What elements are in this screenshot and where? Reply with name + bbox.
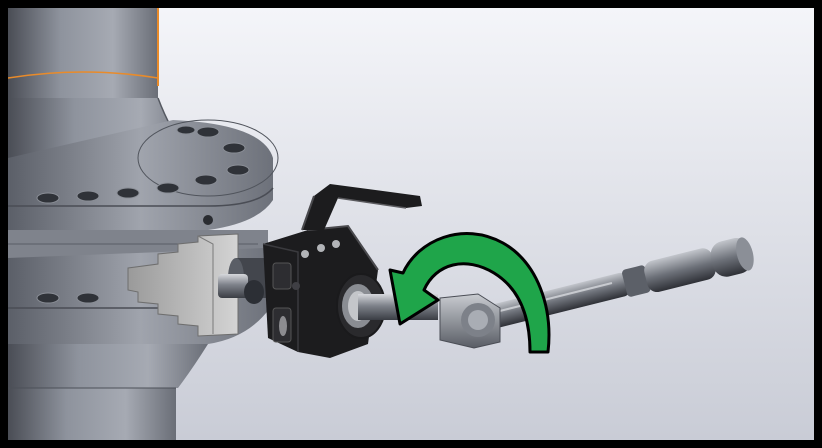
housing-slot — [279, 316, 287, 336]
stepped-jaw — [127, 233, 239, 337]
assembly-illustration — [8, 8, 814, 440]
upper-flange — [8, 119, 279, 230]
lock-lever — [301, 184, 422, 231]
flange-bolt-holes — [36, 125, 250, 204]
counterclockwise-arrow-icon — [388, 232, 551, 354]
flange-screw-hole — [203, 215, 213, 225]
wrench-head — [439, 293, 501, 349]
illustration-viewport — [8, 8, 814, 440]
lower-pipe — [8, 344, 208, 440]
